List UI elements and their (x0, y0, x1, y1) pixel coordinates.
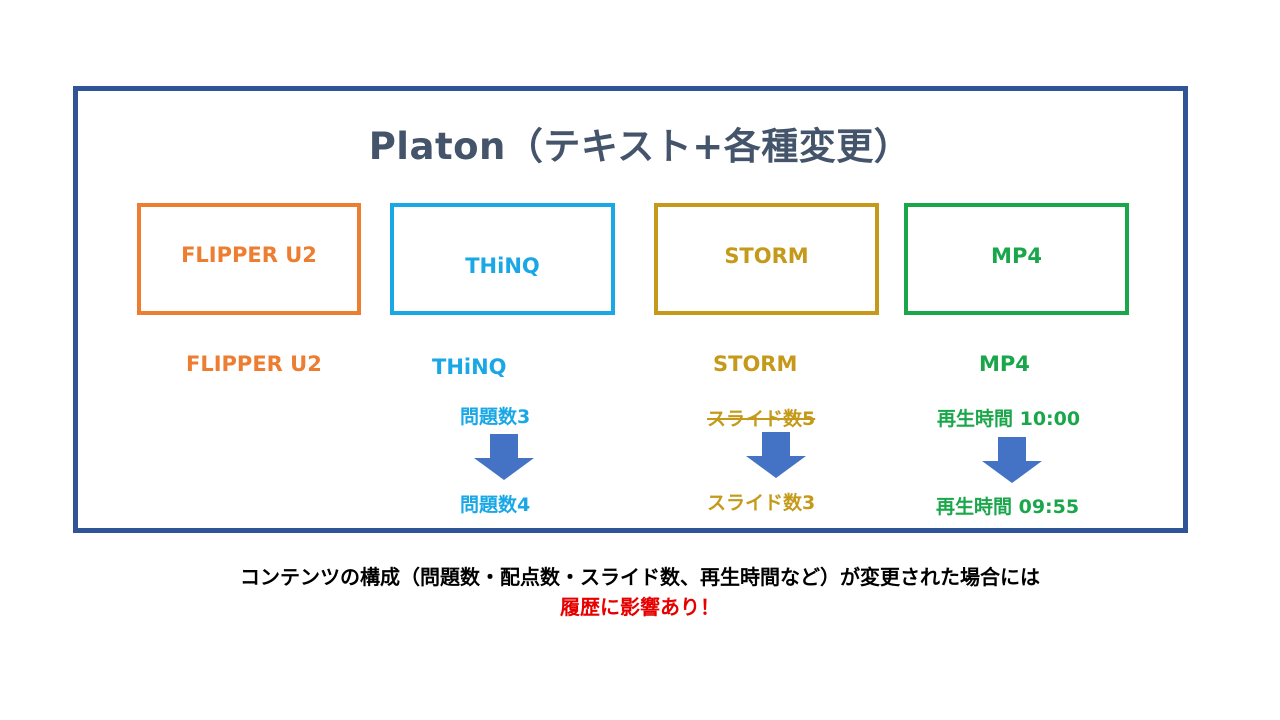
thinq-box-label: THiNQ (465, 254, 540, 278)
mp4-label: MP4 (979, 352, 1030, 376)
footer-note: コンテンツの構成（問題数・配点数・スライド数、再生時間など）が変更された場合には (240, 565, 1040, 589)
diagram-title: Platon（テキスト+各種変更） (368, 125, 912, 168)
storm-box: STORM (654, 203, 879, 315)
thinq-box: THiNQ (390, 203, 615, 315)
flipper-label: FLIPPER U2 (186, 352, 322, 376)
thinq-before: 問題数3 (460, 406, 531, 428)
footer-warning: 履歴に影響あり！ (560, 595, 720, 619)
thinq-label: THiNQ (432, 355, 507, 379)
storm-after: スライド数3 (707, 492, 816, 514)
thinq-down-arrow-icon (474, 434, 534, 480)
mp4-box-label: MP4 (991, 244, 1042, 268)
flipper-box: FLIPPER U2 (137, 203, 361, 315)
storm-before: スライド数5 (707, 408, 816, 430)
storm-label: STORM (713, 352, 798, 376)
storm-down-arrow-icon (746, 432, 806, 478)
mp4-box: MP4 (904, 203, 1129, 315)
diagram-frame (73, 86, 1188, 533)
mp4-down-arrow-icon (982, 437, 1042, 483)
thinq-after: 問題数4 (460, 494, 531, 516)
flipper-box-label: FLIPPER U2 (181, 243, 317, 267)
storm-box-label: STORM (724, 244, 809, 268)
mp4-before: 再生時間 10:00 (937, 408, 1081, 430)
mp4-after: 再生時間 09:55 (936, 496, 1080, 518)
